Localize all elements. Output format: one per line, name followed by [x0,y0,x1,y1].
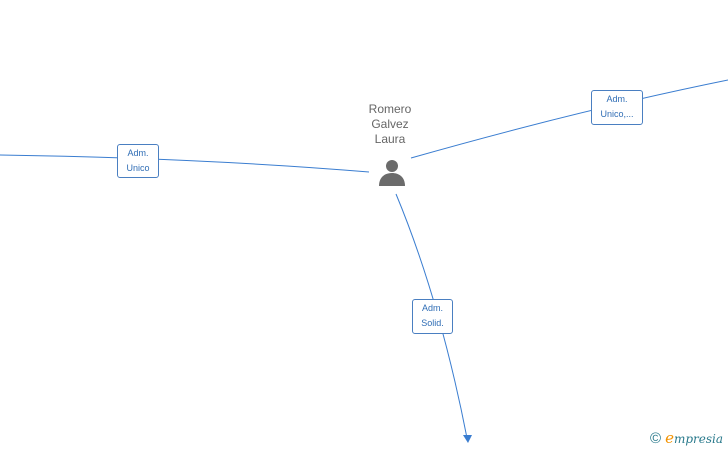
person-name-line-3: Laura [374,132,406,146]
brand-logo[interactable]: ©empresia [650,430,723,447]
edge-label-left[interactable]: Adm. Unico [117,144,159,178]
brand-logo-text: mpresia [673,432,724,446]
edge-label-right-line-1: Adm. [606,94,628,104]
person-name-line-1: Romero [368,102,412,116]
person-icon[interactable] [377,157,407,187]
copyright-icon: © [650,430,662,447]
person-name-line-2: Galvez [371,117,409,131]
edge-label-left-line-2: Unico [126,163,150,173]
person-name[interactable]: Romero Galvez Laura [350,102,430,147]
brand-logo-mark: e [665,429,674,447]
edge-label-right[interactable]: Adm. Unico,... [591,90,643,125]
edge-label-bottom-line-1: Adm. [421,303,443,313]
edge-label-right-line-2: Unico,... [600,109,634,119]
edge-right [410,79,728,159]
edge-label-bottom-line-2: Solid. [421,318,444,328]
edge-label-bottom[interactable]: Adm. Solid. [412,299,453,334]
edge-left [0,154,370,173]
edge-label-left-line-1: Adm. [127,148,149,158]
edge-bottom-arrow-icon [463,435,472,443]
